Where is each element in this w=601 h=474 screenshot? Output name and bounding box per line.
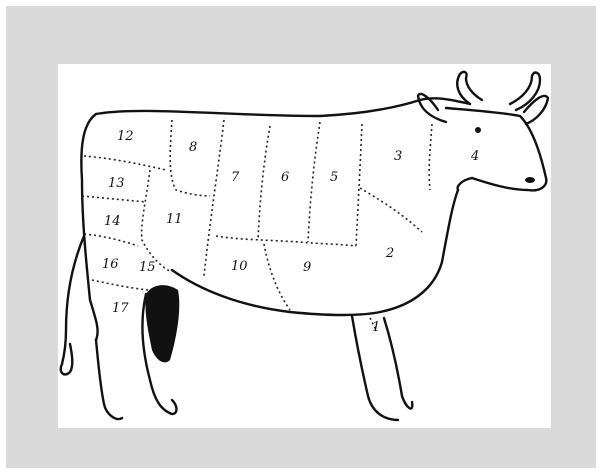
cut-label-17: 17 bbox=[112, 301, 129, 316]
cut-line-2-3 bbox=[360, 188, 422, 232]
cut-label-10: 10 bbox=[231, 259, 248, 274]
cut-line-5-left bbox=[308, 122, 320, 242]
cow-eye bbox=[475, 127, 481, 133]
cow-front-leg-front bbox=[384, 318, 412, 409]
cut-label-14: 14 bbox=[104, 214, 121, 229]
cut-line-9-10 bbox=[264, 244, 290, 310]
cut-line-12-13 bbox=[84, 156, 166, 170]
cow-jaw bbox=[458, 178, 472, 190]
cow-nostril bbox=[525, 177, 535, 183]
cow-back-line bbox=[96, 100, 420, 116]
cow-right-horn bbox=[510, 73, 540, 110]
cut-label-11: 11 bbox=[166, 212, 183, 227]
cow-rump-line bbox=[81, 114, 97, 340]
cut-line-7-left bbox=[204, 120, 224, 276]
cut-label-7: 7 bbox=[231, 170, 240, 185]
cut-label-12: 12 bbox=[117, 129, 134, 144]
cow-outline bbox=[61, 72, 548, 420]
cut-label-16: 16 bbox=[102, 257, 119, 272]
cut-line-13-14 bbox=[82, 196, 146, 202]
cow-belly-line bbox=[172, 270, 380, 315]
cut-boundaries bbox=[82, 120, 432, 330]
hind-leg-shadow bbox=[145, 285, 179, 362]
cut-line-6-left bbox=[258, 126, 270, 240]
cut-line-3-4 bbox=[429, 124, 432, 190]
cow-hind-leg-back bbox=[96, 340, 122, 419]
cut-label-6: 6 bbox=[281, 170, 289, 185]
cut-label-13: 13 bbox=[108, 176, 125, 191]
cut-label-2: 2 bbox=[385, 246, 394, 261]
cut-line-5-right bbox=[356, 124, 362, 246]
cut-label-8: 8 bbox=[189, 140, 197, 155]
cow-tail bbox=[62, 236, 84, 364]
cut-line-14-16 bbox=[84, 234, 138, 246]
cut-label-1: 1 bbox=[372, 320, 380, 335]
cut-line-8 bbox=[170, 120, 210, 196]
cut-line-flank bbox=[216, 236, 356, 246]
cut-label-9: 9 bbox=[303, 260, 311, 275]
cow-left-horn bbox=[457, 72, 482, 104]
cut-label-5: 5 bbox=[330, 170, 338, 185]
cut-line-16-17 bbox=[92, 280, 148, 290]
cut-label-15: 15 bbox=[139, 260, 156, 275]
cut-label-3: 3 bbox=[394, 149, 402, 164]
cow-right-ear bbox=[524, 96, 548, 124]
cut-label-4: 4 bbox=[470, 149, 479, 164]
